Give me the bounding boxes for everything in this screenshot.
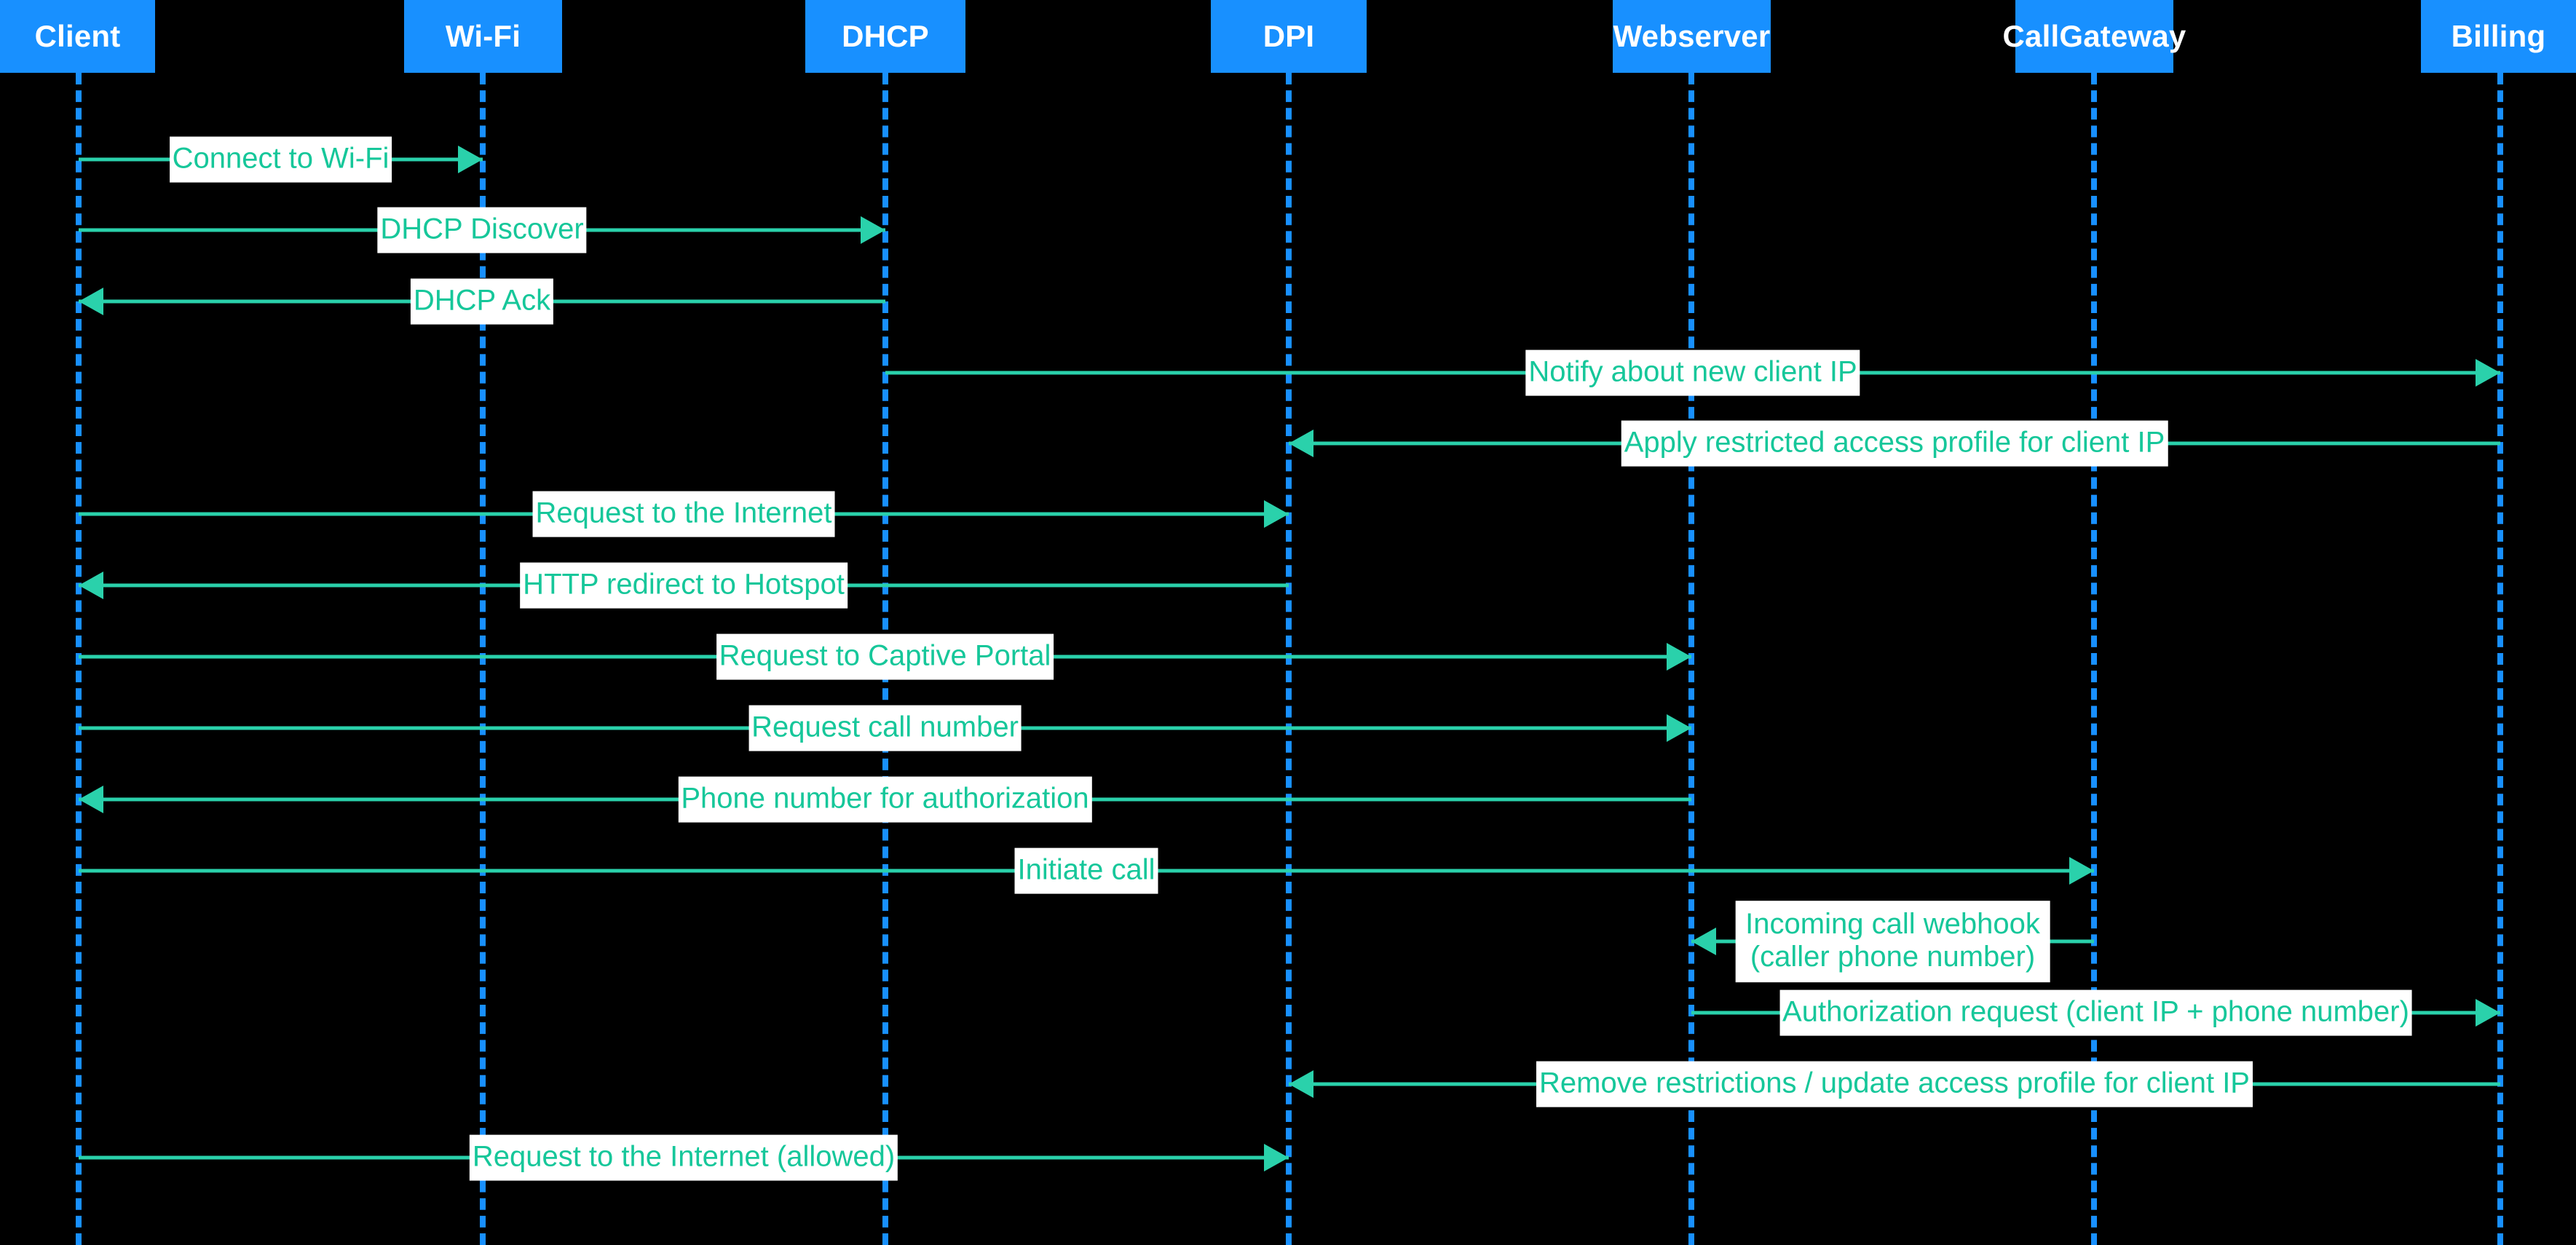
message-label: Request to Captive Portal — [716, 633, 1054, 680]
message-label: Apply restricted access profile for clie… — [1621, 420, 2168, 467]
participant-box-dhcp[interactable]: DHCP — [805, 0, 965, 73]
message-label: HTTP redirect to Hotspot — [520, 562, 848, 609]
participant-label-billing: Billing — [2451, 18, 2546, 53]
arrow-head-icon — [1289, 430, 1313, 457]
lifeline-call — [2091, 73, 2097, 1245]
arrow-head-icon — [2476, 999, 2500, 1027]
message-label: Remove restrictions / update access prof… — [1536, 1061, 2253, 1107]
arrow-head-icon — [1289, 1070, 1313, 1098]
participant-label-web: Web — [1613, 18, 1678, 53]
participant-box-dpi[interactable]: DPI — [1211, 0, 1367, 73]
arrow-head-icon — [2069, 857, 2094, 885]
participant-box-billing[interactable]: Billing — [2421, 0, 2576, 73]
lifeline-billing — [2497, 73, 2503, 1245]
lifeline-client — [76, 73, 82, 1245]
arrow-head-icon — [458, 146, 483, 173]
arrow-head-icon — [1264, 1144, 1289, 1171]
arrow-head-icon — [1667, 643, 1691, 671]
message-label: Initiate call — [1014, 847, 1158, 894]
message-label: DHCP Ack — [410, 278, 554, 325]
arrow-head-icon — [79, 288, 103, 315]
message-label: Notify about new client IP — [1525, 349, 1860, 396]
arrow-head-icon — [2476, 359, 2500, 387]
participant-label-dhcp: DHCP — [842, 18, 929, 53]
lifeline-wifi — [480, 73, 486, 1245]
message-label: Incoming call webhook (caller phone numb… — [1735, 901, 2050, 982]
participant-label-web: server — [1678, 18, 1771, 53]
participant-label-wifi: Wi-Fi — [445, 18, 521, 53]
participant-box-wifi[interactable]: Wi-Fi — [404, 0, 562, 73]
message-label: Request call number — [748, 705, 1022, 751]
arrow-head-icon — [1667, 714, 1691, 742]
arrow-head-icon — [79, 572, 103, 599]
participant-box-client[interactable]: Client — [0, 0, 155, 73]
message-label: Authorization request (client IP + phone… — [1779, 989, 2412, 1036]
participant-label-call: Gateway — [2059, 18, 2186, 53]
arrow-head-icon — [1691, 928, 1716, 955]
participant-label-client: Client — [34, 18, 121, 53]
participant-label-dpi: DPI — [1263, 18, 1315, 53]
message-label: Phone number for authorization — [678, 776, 1092, 823]
message-label: Connect to Wi-Fi — [169, 136, 392, 183]
message-label: Request to the Internet (allowed) — [469, 1134, 898, 1181]
message-label: Request to the Internet — [532, 491, 835, 537]
lifeline-web — [1688, 73, 1694, 1245]
lifeline-dpi — [1286, 73, 1292, 1245]
arrow-head-icon — [79, 786, 103, 813]
participant-label-call: Call — [2002, 18, 2060, 53]
arrow-head-icon — [1264, 500, 1289, 528]
message-label: DHCP Discover — [377, 207, 587, 253]
arrow-head-icon — [861, 216, 885, 244]
